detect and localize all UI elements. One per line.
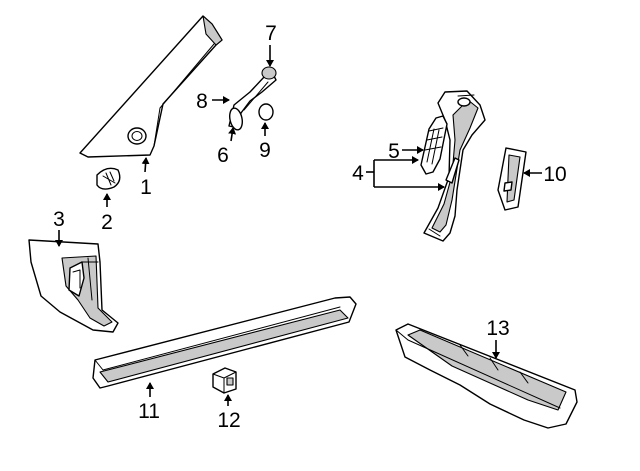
part-9-small-cap (258, 103, 274, 121)
callout-10: 10 (543, 163, 566, 186)
part-2-cover-cap (96, 167, 121, 190)
part-6-7-8-grab-handle (228, 66, 277, 131)
callout-3: 3 (53, 208, 65, 231)
part-12-clip (212, 367, 237, 394)
callout-5: 5 (388, 140, 400, 163)
part-5-belt-guide (420, 115, 448, 175)
leader-1 (141, 157, 150, 173)
part-10-trim-insert (497, 147, 527, 211)
part-13-scuff-plate (395, 323, 578, 429)
part-1-windshield-pillar-trim (79, 15, 223, 158)
callout-8: 8 (196, 90, 208, 113)
callout-1: 1 (140, 176, 152, 199)
callout-12: 12 (217, 409, 240, 432)
part-3-cowl-side-trim (28, 239, 119, 333)
callout-11: 11 (138, 400, 160, 423)
callout-labels: 1 2 3 4 5 6 7 8 9 10 11 12 13 (53, 22, 567, 432)
part-11-sill-plate (92, 296, 357, 389)
callout-4: 4 (352, 162, 364, 185)
leader-6 (228, 127, 237, 142)
callout-6: 6 (217, 144, 229, 167)
callout-7: 7 (265, 22, 277, 45)
callout-13: 13 (486, 317, 509, 340)
callout-2: 2 (101, 211, 113, 234)
leader-lines (55, 45, 542, 406)
part-4-center-pillar-trim (423, 90, 486, 242)
callout-9: 9 (259, 139, 271, 162)
